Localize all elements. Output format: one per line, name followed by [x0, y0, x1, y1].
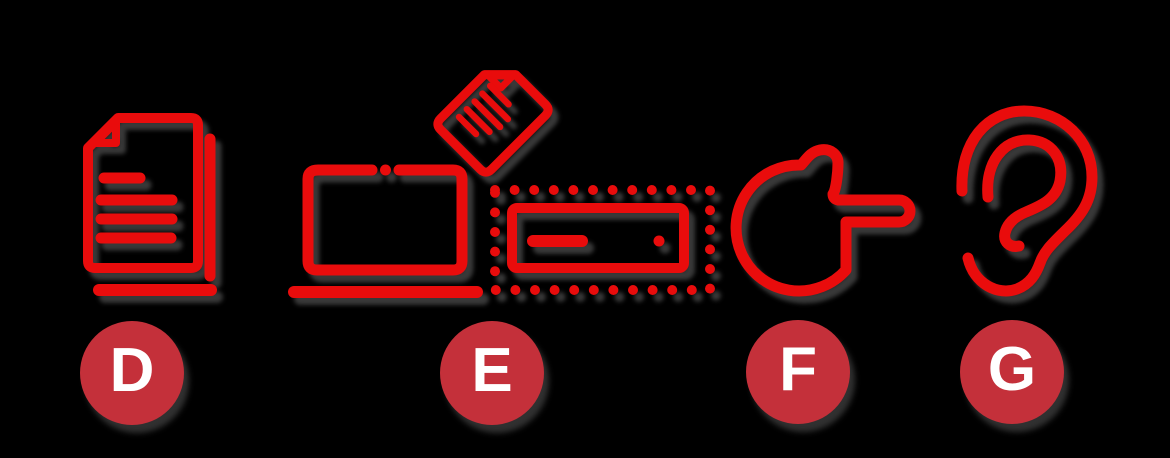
laptop-note-external-drive-icon	[288, 70, 715, 298]
badge-letter: D	[109, 336, 155, 405]
pointing-hand-icon	[730, 144, 916, 297]
badge-letter: G	[987, 335, 1037, 404]
label-badge-e: E	[440, 321, 544, 425]
label-badge-f: F	[746, 320, 850, 424]
label-badge-d: D	[80, 321, 184, 425]
ear-icon	[956, 105, 1098, 297]
badge-letter: E	[471, 336, 513, 405]
stacked-documents-icon	[83, 113, 217, 296]
badge-letter: F	[779, 335, 817, 404]
label-badge-g: G	[960, 320, 1064, 424]
